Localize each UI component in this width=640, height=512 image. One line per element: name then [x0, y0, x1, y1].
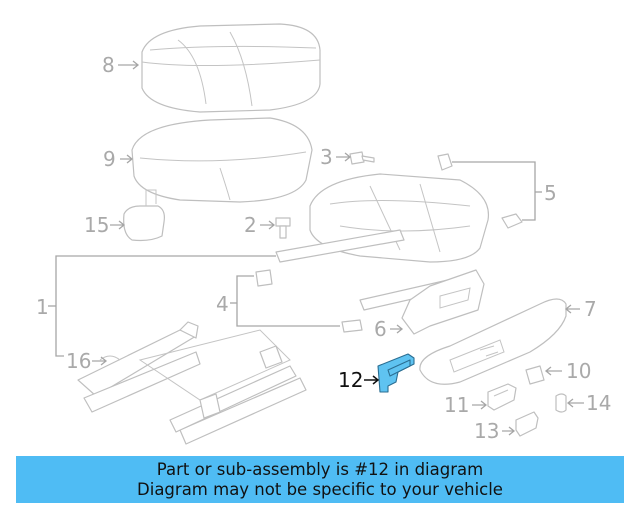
part-13-knob [515, 411, 539, 437]
part-3-bolt [349, 151, 375, 165]
callout-13: 13 [474, 419, 499, 443]
part-7-bracket [401, 269, 485, 335]
banner-line-1: Part or sub-assembly is #12 in diagram [156, 459, 484, 479]
callout-2: 2 [244, 213, 257, 237]
callout-8: 8 [102, 53, 115, 77]
part-8-cushion-pad [141, 23, 321, 113]
callout-7: 6 [374, 317, 387, 341]
part-4-clips [255, 269, 363, 333]
part-10-switch [525, 365, 545, 385]
callout-3: 3 [320, 145, 333, 169]
callout-14: 14 [586, 391, 611, 415]
part-15-bracket [123, 189, 165, 242]
part-12-bracket-highlighted [377, 353, 415, 393]
info-banner: Part or sub-assembly is #12 in diagram D… [16, 456, 624, 503]
callout-15: 15 [84, 213, 109, 237]
callout-4: 4 [216, 292, 229, 316]
part-2-screw [275, 217, 291, 239]
callout-9: 9 [103, 147, 116, 171]
callout-10: 10 [566, 359, 591, 383]
banner-line-2: Diagram may not be specific to your vehi… [137, 479, 503, 499]
seat-frame-pan [275, 173, 490, 311]
part-9-cushion-cover [131, 117, 313, 203]
callout-6: 7 [584, 297, 597, 321]
part-16-seat-track [77, 321, 307, 445]
callout-16: 16 [66, 349, 91, 373]
callout-1: 1 [36, 295, 49, 319]
part-6-side-shield [419, 298, 567, 385]
callout-11: 11 [444, 393, 469, 417]
callout-5: 5 [544, 181, 557, 205]
callout-12: 12 [338, 368, 363, 392]
part-11-switch [487, 383, 517, 411]
part-5-clips [437, 153, 523, 229]
parts-diagram: 8 9 3 5 15 2 [36, 23, 611, 445]
part-14-knob [555, 393, 567, 413]
